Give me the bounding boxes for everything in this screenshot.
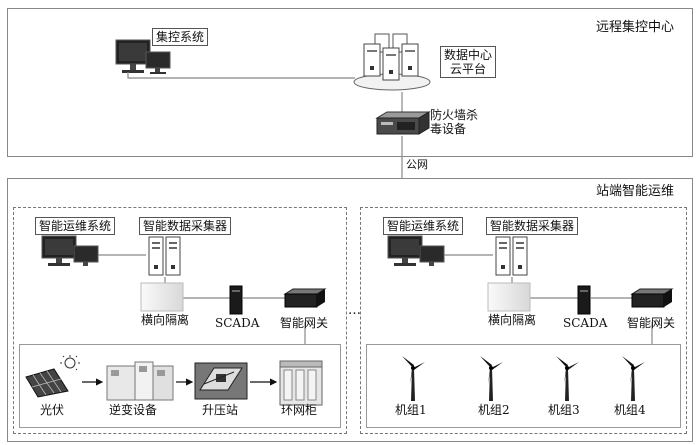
wind-turbine-icon-1 bbox=[402, 356, 425, 401]
left-gateway-label: 智能网关 bbox=[280, 316, 329, 330]
substation-label: 升压站 bbox=[202, 403, 239, 417]
monitor-icon bbox=[115, 39, 171, 74]
wind-units-box bbox=[366, 344, 681, 428]
wind-turbine-icon-3 bbox=[556, 356, 579, 401]
substation-icon bbox=[194, 362, 248, 400]
right-scada-label: SCADA bbox=[563, 316, 608, 330]
right-monitor-icon bbox=[387, 235, 445, 266]
right-gateway-label: 智能网关 bbox=[627, 316, 676, 330]
centralized-control-label: 集控系统 bbox=[152, 28, 209, 46]
left-collector-label: 智能数据采集器 bbox=[139, 217, 232, 235]
ring-main-unit-icon bbox=[279, 360, 323, 406]
right-scada-server-icon bbox=[577, 285, 591, 315]
unit-1-label: 机组1 bbox=[395, 403, 427, 417]
left-collector-icon bbox=[148, 236, 181, 276]
station-title: 站端智能运维 bbox=[596, 184, 675, 199]
left-isolation-device-icon bbox=[140, 282, 184, 312]
remote-center-panel bbox=[7, 8, 693, 157]
firewall-label: 防火墙杀 毒设备 bbox=[430, 108, 479, 136]
left-gateway-icon bbox=[283, 288, 327, 308]
inverter-label: 逆变设备 bbox=[109, 403, 158, 417]
left-station-group bbox=[13, 207, 347, 434]
unit-3-label: 机组3 bbox=[548, 403, 580, 417]
right-gateway-icon bbox=[630, 288, 674, 308]
right-collector-label: 智能数据采集器 bbox=[486, 217, 579, 235]
left-ops-system-label: 智能运维系统 bbox=[35, 217, 116, 235]
solar-panel-icon bbox=[25, 355, 80, 398]
right-isolation-device-icon bbox=[487, 282, 531, 312]
right-ops-system-label: 智能运维系统 bbox=[383, 217, 464, 235]
right-station-group bbox=[360, 207, 687, 434]
unit-4-label: 机组4 bbox=[614, 403, 646, 417]
right-collector-icon bbox=[495, 236, 528, 276]
wind-turbine-icon-4 bbox=[622, 356, 645, 401]
pv-label: 光伏 bbox=[40, 403, 65, 417]
left-scada-label: SCADA bbox=[215, 316, 260, 330]
left-monitor-icon bbox=[41, 235, 99, 266]
remote-center-title: 远程集控中心 bbox=[596, 20, 675, 35]
right-isolation-label: 横向隔离 bbox=[488, 313, 537, 327]
firewall-device-icon bbox=[375, 111, 431, 135]
wind-turbine-icon-2 bbox=[480, 356, 503, 401]
left-isolation-label: 横向隔离 bbox=[141, 313, 190, 327]
ellipsis-label: … bbox=[348, 303, 361, 318]
left-scada-server-icon bbox=[229, 285, 243, 315]
inverter-icon bbox=[106, 361, 174, 401]
server-cluster-icon bbox=[353, 33, 431, 91]
datacenter-label: 数据中心 云平台 bbox=[440, 46, 497, 78]
public-network-label: 公网 bbox=[406, 158, 428, 171]
ring-main-unit-label: 环网柜 bbox=[281, 403, 318, 417]
unit-2-label: 机组2 bbox=[478, 403, 510, 417]
